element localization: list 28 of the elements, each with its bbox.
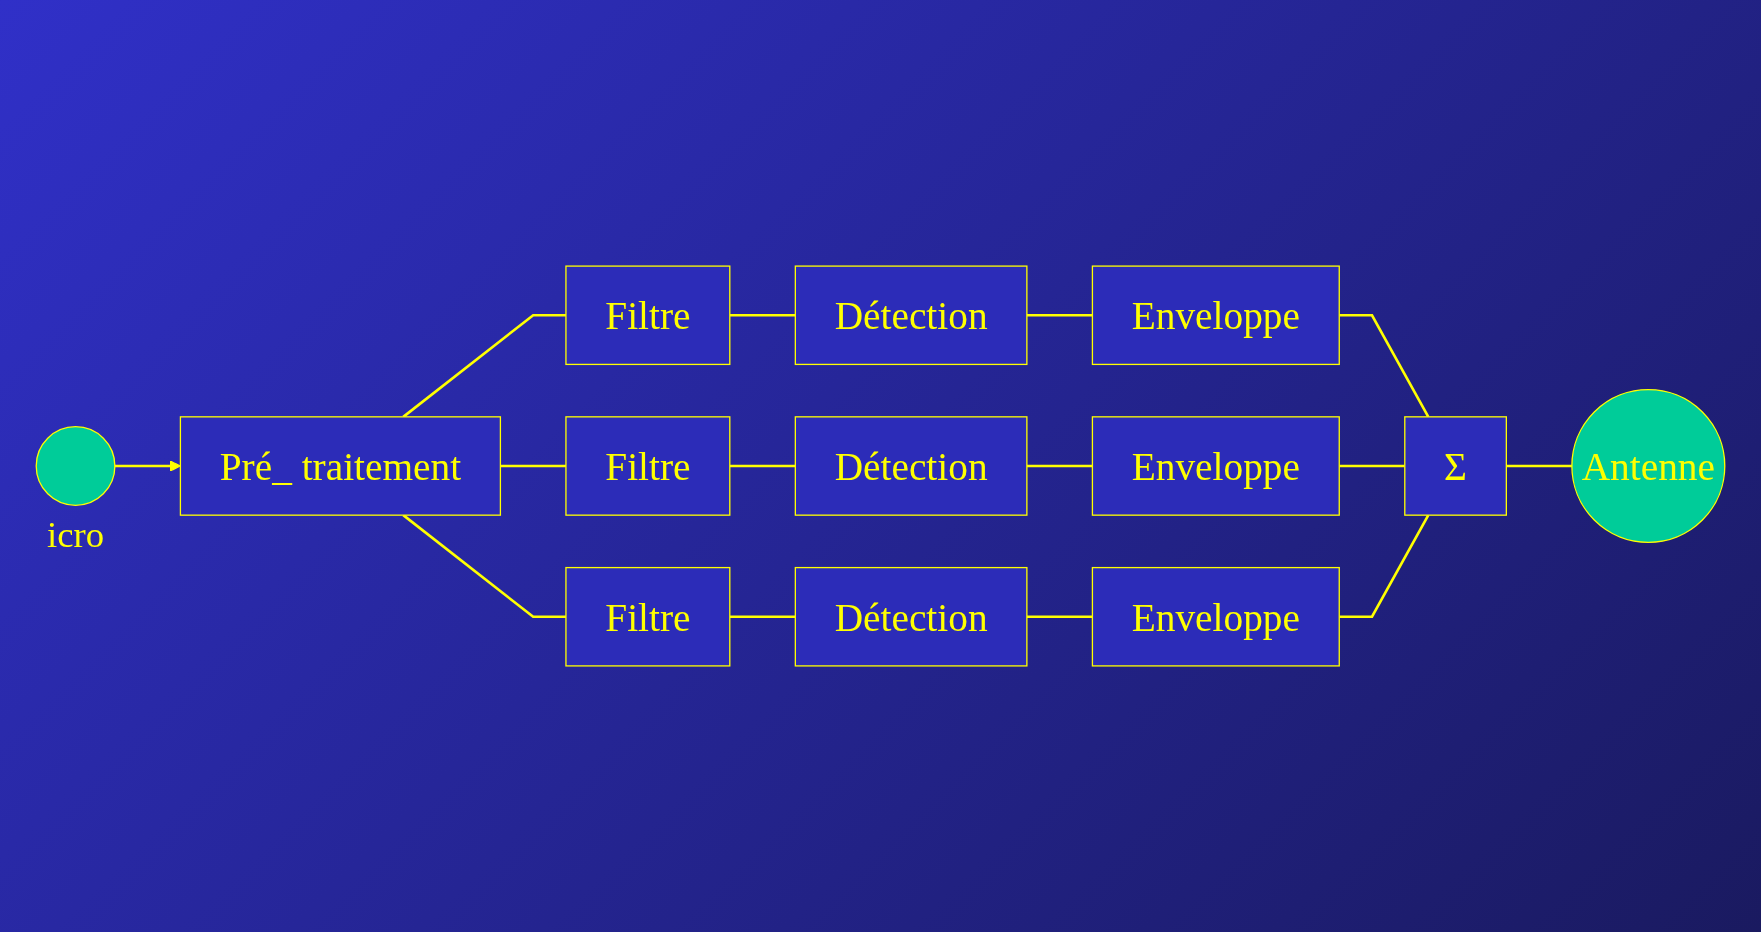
node-circle: Antenne xyxy=(1571,388,1726,544)
connector xyxy=(729,464,796,468)
node-box: Filtre xyxy=(565,265,731,366)
connector xyxy=(1026,464,1093,468)
node-caption: icro xyxy=(47,514,105,556)
connector xyxy=(1339,514,1430,619)
node-box: Détection xyxy=(794,265,1028,366)
connector xyxy=(1339,464,1405,468)
node-box: Enveloppe xyxy=(1091,416,1340,516)
connector xyxy=(402,313,566,418)
node-box: Pré_ traitement xyxy=(179,416,502,516)
connector xyxy=(729,615,796,619)
node-box: Filtre xyxy=(565,416,731,516)
node-circle xyxy=(35,426,116,506)
connector xyxy=(402,514,566,619)
connector xyxy=(1506,464,1572,468)
node-box: Filtre xyxy=(565,566,731,667)
node-box: Σ xyxy=(1404,416,1507,516)
connector xyxy=(1339,313,1430,418)
node-box: Détection xyxy=(794,566,1028,667)
connector xyxy=(729,313,796,317)
arrow xyxy=(114,460,181,472)
connector xyxy=(1026,313,1093,317)
connector xyxy=(1026,615,1093,619)
connector xyxy=(500,464,566,468)
node-box: Enveloppe xyxy=(1091,265,1340,366)
node-box: Détection xyxy=(794,416,1028,516)
node-box: Enveloppe xyxy=(1091,566,1340,667)
